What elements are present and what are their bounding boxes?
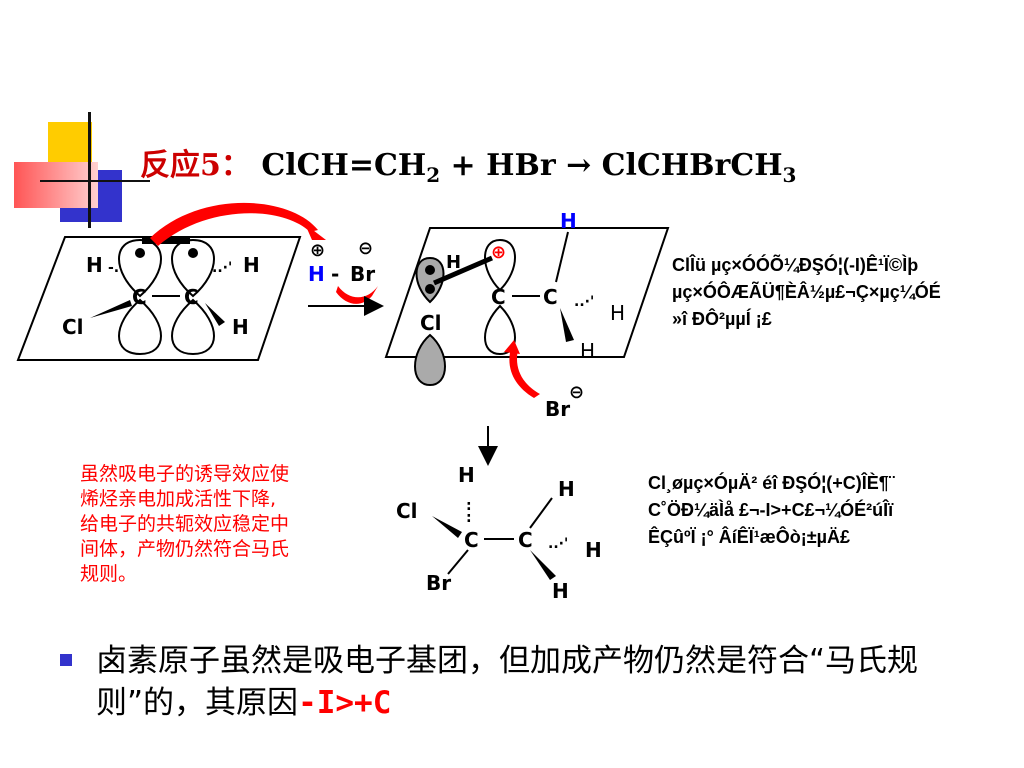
cation-orbital-top [484,238,516,292]
d1-h-left: H [86,253,103,277]
wedge-bond [530,550,556,580]
title-eq-part2: + HBr → ClCHBrCH [440,148,783,183]
page-title: 反应5： ClCH=CH2 + HBr → ClCHBrCH3 [140,140,796,188]
d3-c-right: C [518,528,533,552]
conjugation-bond [433,255,493,286]
diagram2-plane [384,227,670,358]
d2-c-left: C [491,285,506,309]
text-line: C˚ÖÐ¼äÌå £¬-I>+C£¬¼ÓÉ²úÎï [648,500,894,520]
orbital-right-bottom [171,298,215,356]
dash-bond-vertical: : [466,498,472,514]
d1-c-left: C [132,285,147,309]
d2-h-top: H [560,209,577,233]
wedge-bond [560,308,574,342]
cation-orbital-bottom [484,304,516,356]
reagent-plus: ⊕ [310,240,325,261]
cl-orbital-top [415,256,445,304]
d1-cl: Cl [62,315,84,339]
d3-h-right: H [585,538,602,562]
reagent-dash: - [324,262,346,286]
dash-bond: ..·' [212,260,232,276]
title-eq-sub2: 3 [782,163,797,187]
diagram2: ..·' H H ⊕ C C Cl H H Br ⊖ [384,209,670,421]
text-line: »î ÐÔ²µµÍ ¡£ [672,309,772,329]
red-note: 虽然吸电子的诱导效应使 烯烃亲电加成活性下降, 给电子的共轭效应稳定中 间体，产… [80,462,390,587]
d1-c-right: C [184,285,199,309]
note-line: 虽然吸电子的诱导效应使 [80,463,290,485]
note-line: 规则。 [80,563,138,585]
d1-h-right: H [243,253,260,277]
d3-cl: Cl [396,499,418,523]
dash-bond: ..·' [548,536,568,552]
electron-dot [425,284,435,294]
explanation-text-1: ClÎü µç×ÓÓÕ¼ÐŞÓ¦(-I)Ê¹Ï©Ìþ µç×ÓÔÆÃÜ¶ÈÂ½µ… [672,252,941,333]
deco-vertical-line [88,112,91,228]
bullet-text: 卤素原子虽然是吸电子基团，但加成产物仍然是符合“马氏规则”的，其原因-I>+C [96,640,996,724]
note-line: 间体，产物仍然符合马氏 [80,538,290,560]
orbital-left-top [118,238,162,298]
diagram1: -. ..·' H H C C Cl H [16,236,302,361]
dash-bond-vertical: : [466,510,472,526]
d2-br: Br [545,397,570,421]
title-label: 反应5： [140,148,251,183]
d3-h-bottom: H [552,579,569,603]
d2-cl: Cl [420,311,442,335]
text-line: Cl¸øµç×ÓµÄ² éî ÐŞÓ¦(+C)ÎÈ¶¨ [648,473,895,493]
bond-to-br [447,549,469,575]
text-line: µç×ÓÔÆÃÜ¶ÈÂ½µ£¬Ç×µç¼ÓÉ [672,282,941,302]
bond-to-h-top [555,231,569,283]
diagram1-plane [16,236,302,361]
electron-dot [188,248,198,258]
bullet-square-icon [60,654,72,666]
d2-c-right: C [543,285,558,309]
note-line: 给电子的共轭效应稳定中 [80,513,290,535]
red-curved-arrow-small [336,286,378,304]
d3-h-top: H [458,463,475,487]
diagram3: : : ..·' H H Cl C C H Br H [396,463,602,603]
deco-red-gradient [14,162,98,208]
d3-br: Br [426,571,451,595]
deco-horizontal-line [40,180,150,182]
note-line: 烯烃亲电加成活性下降, [80,488,277,510]
pi-bond-bar [142,237,190,244]
d3-c-left: C [464,528,479,552]
text-line: ClÎü µç×ÓÓÕ¼ÐŞÓ¦(-I)Ê¹Ï©Ìþ [672,255,919,275]
red-arrow-head [504,340,520,354]
title-eq-sub1: 2 [426,163,441,187]
electron-dot [425,265,435,275]
reagent-br: Br [350,262,375,286]
dash-bond: ..·' [574,294,594,310]
wedge-bond [205,303,225,326]
d2-h-bottom: H [580,339,595,363]
title-eq-part1: ClCH=CH [261,148,427,183]
reaction-diagram: -. ..·' H H C C Cl H ⊕ ⊖ H - Br ..·' H H [16,202,670,603]
red-arrow-head [305,224,326,240]
reagent-h: H [308,262,325,286]
dash-bond: -. [108,260,119,276]
orbital-right-top [171,238,215,298]
d2-br-minus: ⊖ [569,382,584,403]
bullet-highlight: -I>+C [298,685,392,721]
reagent-hbr: ⊕ ⊖ H - Br [308,238,378,304]
orbital-left-bottom [118,298,162,356]
electron-dot [135,248,145,258]
bullet-body: 卤素原子虽然是吸电子基团，但加成产物仍然是符合“马氏规则”的，其原因 [96,643,919,721]
cl-orbital-bottom [414,333,446,387]
d2-h-left: H [446,252,461,273]
deco-yellow-square [48,122,92,166]
d2-h-right: H [610,301,625,325]
d3-h-right-top: H [558,477,575,501]
d2-plus: ⊕ [491,242,506,263]
explanation-text-2: Cl¸øµç×ÓµÄ² éî ÐŞÓ¦(+C)ÎÈ¶¨ C˚ÖÐ¼äÌå £¬-… [648,470,895,551]
wedge-bond [90,300,132,318]
bond-to-h-top [529,497,553,529]
text-line: ÊÇûºÏ ¡° ÂíÊÏ¹æÔò¡±µÄ£ [648,527,851,547]
wedge-bond [432,516,462,538]
reagent-minus: ⊖ [358,238,373,259]
red-curved-arrow [150,202,318,246]
d1-h-bottom: H [232,315,249,339]
